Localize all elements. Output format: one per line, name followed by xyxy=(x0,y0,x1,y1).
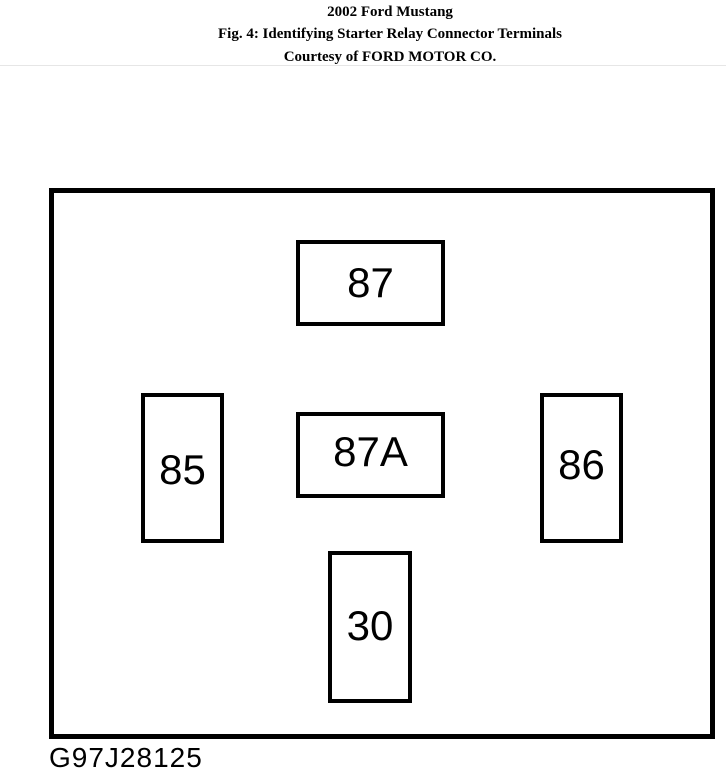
figure-title: Fig. 4: Identifying Starter Relay Connec… xyxy=(217,26,562,42)
terminal-86-label: 86 xyxy=(558,441,605,488)
vehicle-title: 2002 Ford Mustang xyxy=(327,4,453,20)
terminal-85-label: 85 xyxy=(159,446,206,493)
terminal-87a-label: 87A xyxy=(333,428,408,475)
terminal-87-label: 87 xyxy=(347,259,394,306)
figure-courtesy: Courtesy of FORD MOTOR CO. xyxy=(283,49,497,65)
figure-header: 2002 Ford Mustang Fig. 4: Identifying St… xyxy=(0,0,726,66)
terminal-30: 30 xyxy=(328,551,412,703)
figure-code: G97J28125 xyxy=(49,742,203,773)
terminal-87a: 87A xyxy=(296,412,445,498)
terminal-86: 86 xyxy=(540,393,623,543)
relay-connector-outline: 87 87A 85 86 30 xyxy=(49,188,715,739)
terminal-30-label: 30 xyxy=(346,602,394,649)
terminal-85: 85 xyxy=(141,393,224,543)
terminal-87: 87 xyxy=(296,240,445,326)
